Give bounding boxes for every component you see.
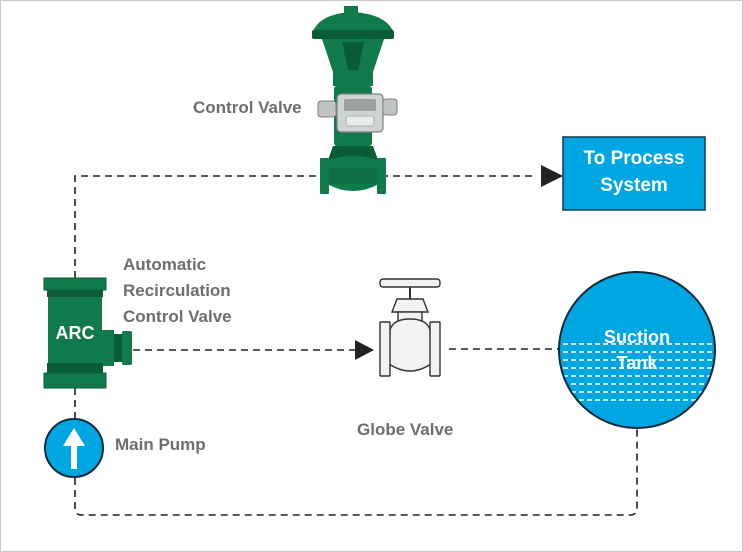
control-valve-label: Control Valve [193, 98, 302, 117]
arc-body-label: ARC [55, 323, 95, 343]
suction-tank-label-line1: Suction [604, 327, 670, 347]
suction-tank-label: Suction Tank [567, 324, 707, 376]
to-process-label: To Process System [563, 145, 705, 199]
to-process-box [562, 136, 706, 211]
arc-description-label: Automatic Recirculation Control Valve [123, 252, 232, 330]
globe-valve-label: Globe Valve [357, 420, 454, 439]
globe-valve-icon [379, 278, 441, 377]
main-pump-icon [44, 418, 104, 478]
suction-tank-icon [558, 271, 716, 429]
main-pump-label: Main Pump [115, 435, 206, 454]
control-valve-icon [312, 6, 398, 194]
suction-tank-label-line2: Tank [616, 353, 658, 373]
to-process-label-line2: System [600, 175, 668, 196]
arc-description-line1: Automatic [123, 255, 207, 274]
to-process-label-line1: To Process [583, 148, 685, 169]
up-arrow-icon [63, 428, 85, 469]
arc-description-line2: Recirculation [123, 281, 231, 300]
arrowhead-icon [355, 340, 374, 360]
arc-description-line3: Control Valve [123, 307, 232, 326]
pipe-tank-to-pump [74, 425, 638, 516]
arc-valve-icon [43, 277, 132, 389]
arrowhead-icon [541, 165, 563, 187]
